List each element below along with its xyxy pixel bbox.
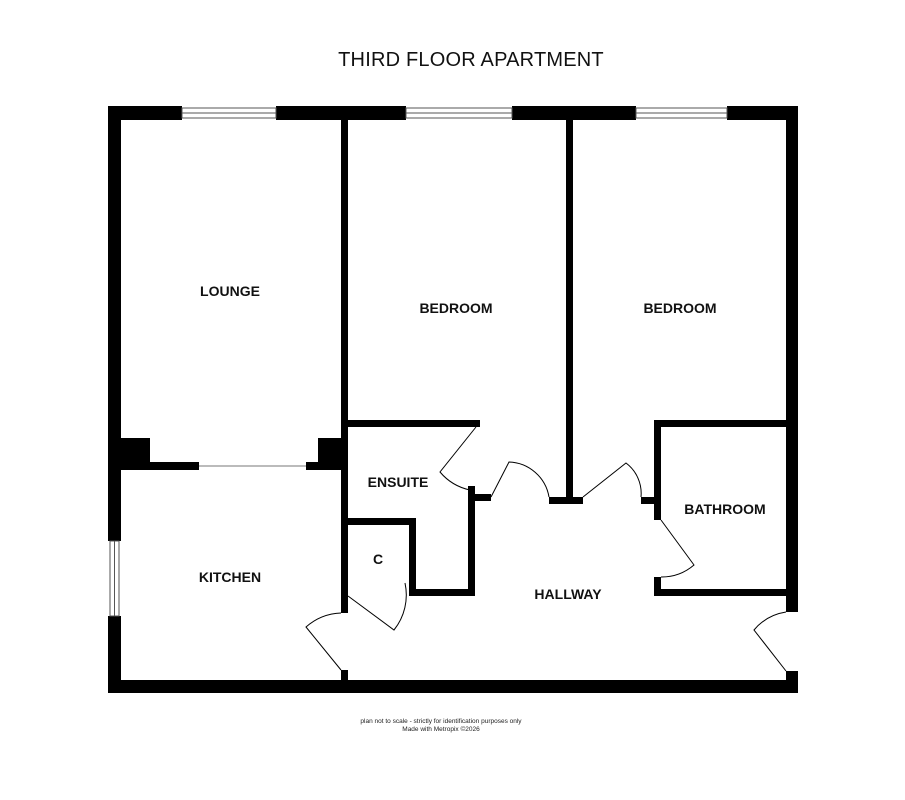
- wall-right-2: [786, 671, 798, 693]
- wall-ensuite-right-stub: [468, 486, 475, 596]
- wall-bathroom-door-stub: [641, 497, 661, 504]
- wall-top-4: [727, 106, 798, 120]
- wall-cupboard-bottom: [409, 589, 475, 596]
- wall-left-2: [108, 616, 121, 693]
- wall-kitchen-hall-low: [341, 670, 348, 693]
- wall-bathroom-bottom: [654, 589, 786, 596]
- wall-top-1: [108, 106, 182, 120]
- wall-top-3: [512, 106, 636, 120]
- windows: [109, 107, 728, 617]
- divider-left: [121, 462, 199, 470]
- room-label-bedroom-2: BEDROOM: [643, 300, 716, 316]
- wall-bathroom-left: [654, 420, 661, 520]
- door-bedroom-1: [490, 461, 550, 498]
- wall-ensuite-bottom: [341, 518, 416, 525]
- door-entrance: [753, 611, 787, 672]
- wall-bathroom-left-low: [654, 577, 661, 596]
- room-label-hallway: HALLWAY: [534, 586, 602, 602]
- door-cupboard: [347, 582, 407, 631]
- door-kitchen: [305, 612, 342, 671]
- room-label-lounge: LOUNGE: [200, 283, 260, 299]
- divider-right: [306, 462, 348, 470]
- wall-bedroom-bedroom: [566, 120, 573, 500]
- wall-ensuite-top: [341, 420, 480, 427]
- wall-cupboard-right: [409, 518, 416, 596]
- wall-top-2: [276, 106, 406, 120]
- wall-lounge-bedroom: [341, 120, 348, 466]
- footer-disclaimer: plan not to scale - strictly for identif…: [360, 718, 522, 725]
- door-bedroom-2: [582, 462, 642, 498]
- room-labels: LOUNGE BEDROOM BEDROOM ENSUITE C KITCHEN…: [199, 283, 766, 602]
- plan-title: THIRD FLOOR APARTMENT: [338, 49, 604, 71]
- doors: [305, 426, 787, 672]
- room-label-kitchen: KITCHEN: [199, 569, 261, 585]
- interior-walls: [121, 120, 786, 693]
- room-label-bedroom-1: BEDROOM: [419, 300, 492, 316]
- room-label-ensuite: ENSUITE: [368, 474, 429, 490]
- door-ensuite: [439, 426, 477, 491]
- wall-ensuite-door-stub: [468, 494, 491, 501]
- wall-left-1: [108, 106, 121, 541]
- wall-right-1: [786, 106, 798, 612]
- room-label-bathroom: BATHROOM: [684, 501, 765, 517]
- door-bathroom: [660, 519, 695, 578]
- wall-bedroom2-bath: [654, 420, 786, 427]
- exterior-walls: [108, 106, 798, 693]
- footer-credit: Made with Metropix ©2026: [402, 725, 480, 733]
- room-label-cupboard: C: [373, 551, 383, 567]
- wall-bottom: [108, 680, 798, 693]
- wall-bedroom-stub: [549, 497, 583, 504]
